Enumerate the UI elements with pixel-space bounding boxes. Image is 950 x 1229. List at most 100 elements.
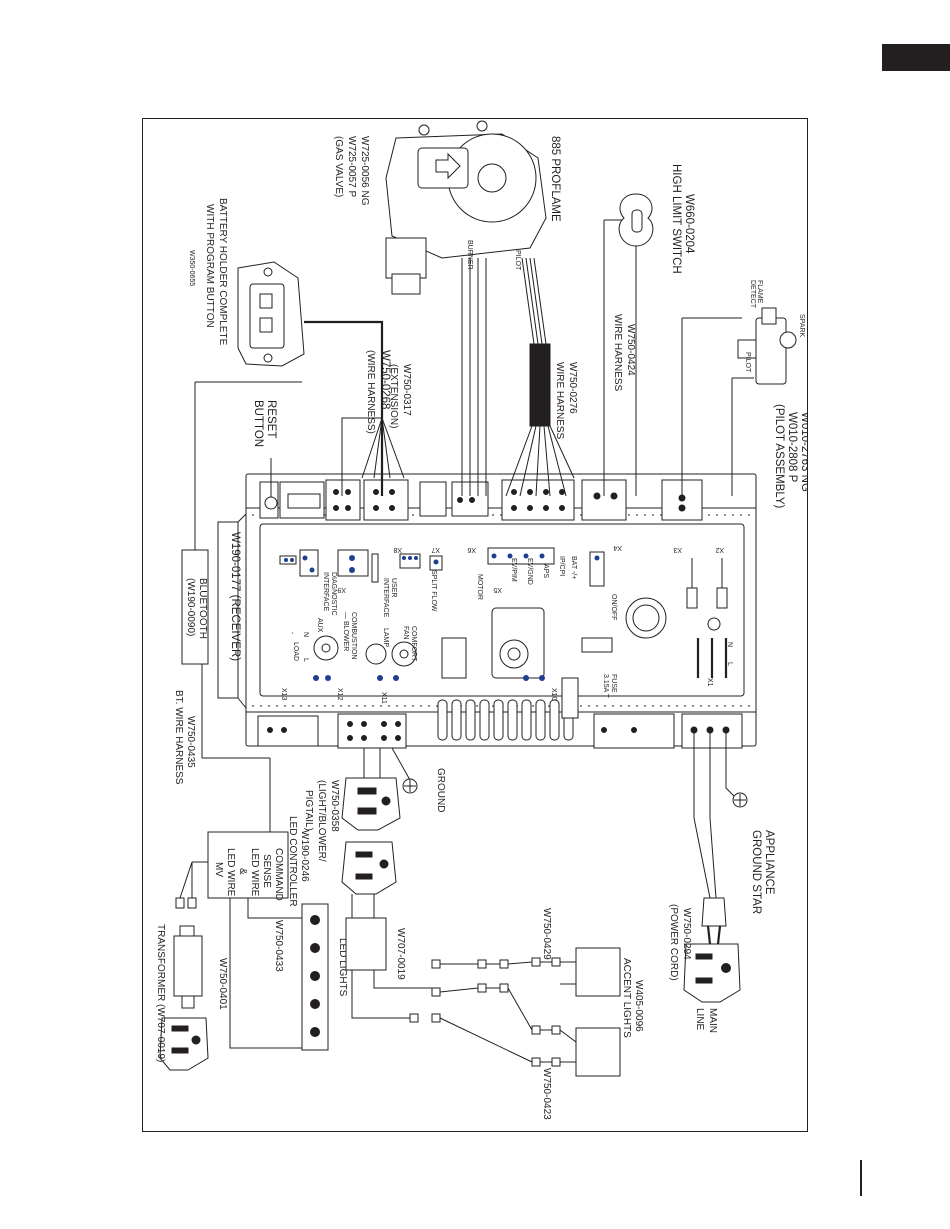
power-cord	[683, 730, 748, 1003]
label-evgnd: EV/GND	[526, 558, 533, 585]
bt-harness-part-label: W750-0435	[185, 716, 196, 768]
pilot-assembly-ng-label: W010-2763 NG	[799, 412, 808, 492]
board-labels: X2 X3 X4 ON/OFF BAT -/+ IP/CPI APS EV/GN…	[280, 544, 733, 704]
pigtail-name-label: (LIGHT/BLOWER/	[316, 780, 327, 862]
flame-label: FLAME	[756, 280, 763, 304]
label-x8: X8	[393, 546, 402, 553]
high-limit-switch	[603, 193, 654, 496]
label-onoff: ON/OFF	[610, 594, 617, 620]
vent-slots	[437, 699, 574, 741]
label-aps: APS	[542, 564, 549, 578]
control-board: X2 X3 X4 ON/OFF BAT -/+ IP/CPI APS EV/GN…	[245, 473, 757, 749]
gas-valve-ng-label: W725-0056 NG	[359, 136, 370, 206]
reset-label: RESET	[265, 400, 277, 438]
label-x1: X1	[706, 678, 713, 687]
proflame-label: 885 PROFLAME	[549, 136, 561, 222]
splitter-0019-label: W707-0019	[395, 928, 406, 980]
led-lights-strip	[229, 898, 329, 1051]
ground-star-label: GROUND STAR	[750, 830, 762, 914]
label-x11: X11	[380, 692, 387, 704]
label-split-flow: SPLIT FLOW	[430, 570, 437, 612]
led-controller-ledwire-label: LED WIRE	[249, 848, 260, 897]
pigtail-type-label: PIGTAIL)	[303, 790, 314, 831]
led-controller-mv-label: MV	[213, 862, 224, 877]
pigtail-part-label: W750-0358	[329, 780, 340, 832]
label-fuse-rating: 3.15A T	[602, 674, 609, 699]
harness-0424-part-label: W750-0424	[625, 324, 636, 376]
main-label: MAIN	[707, 1008, 718, 1033]
harness-0423-label: W750-0423	[541, 1068, 552, 1120]
pigtail-plug	[341, 748, 401, 831]
label-comfort: COMFORT	[410, 626, 417, 662]
harness-0268-part-label: W750-0268	[379, 350, 391, 409]
label-x13: X13	[280, 688, 287, 701]
label-aux-l: L	[302, 658, 309, 662]
label-x9: X9	[337, 586, 346, 593]
label-evpim: EV/PIM	[510, 558, 517, 582]
led-controller-sense-label: SENSE	[261, 854, 272, 888]
label-blower: — BLOWER	[342, 612, 349, 651]
power-cord-name-label: (POWER CORD)	[668, 904, 679, 981]
label-fuse: FUSE	[610, 674, 617, 693]
label-x7: X7	[431, 546, 440, 553]
label-diagnostic: DIAGNOSTIC	[330, 572, 337, 616]
page-number-bar	[860, 1160, 862, 1196]
label-user-interface: INTERFACE	[382, 578, 389, 618]
label-user: USER	[390, 578, 397, 597]
accent-lights	[409, 947, 621, 1077]
bluetooth-label: BLUETOOTH	[197, 578, 208, 639]
gas-valve: BURNER PILOT	[385, 120, 547, 295]
top-connectors	[259, 479, 703, 521]
line-label: LINE	[694, 1008, 705, 1031]
label-minus: -	[288, 632, 295, 635]
bluetooth-module: BLUETOOTH (W190-0090)	[181, 381, 302, 759]
led-controller-name-label: LED CONTROLLER	[287, 816, 298, 907]
battery-holder-button-label: WITH PROGRAM BUTTON	[204, 204, 215, 328]
pilot-assembly	[681, 307, 797, 496]
label-x1-l: L	[726, 662, 733, 666]
power-cord-part-label: W750-0294	[681, 908, 692, 960]
high-limit-part-label: W660-0204	[683, 194, 695, 254]
led-controller-command-label: COMMAND	[273, 848, 284, 901]
ground-symbol	[391, 747, 418, 794]
board-schematic	[279, 547, 728, 719]
receiver: W190-0177 (RECEIVER)	[217, 513, 247, 709]
diagram-frame	[142, 118, 808, 1132]
led-lights-label: LED LIGHTS	[337, 938, 348, 997]
accent-lights-name-label: ACCENT LIGHTS	[621, 958, 632, 1038]
label-aux: AUX	[316, 618, 323, 633]
bt-harness-name-label: BT. WIRE HARNESS	[173, 690, 184, 785]
label-x12: X12	[336, 688, 343, 701]
label-motor: MOTOR	[476, 574, 483, 600]
extension-0317-part-label: W750-0317	[401, 364, 412, 416]
gas-valve-pilot-tag: PILOT	[514, 250, 521, 271]
battery-holder-label: BATTERY HOLDER COMPLETE	[217, 198, 228, 346]
label-x2: X2	[715, 546, 724, 553]
page-tab	[882, 44, 950, 71]
spark-label: SPARK	[798, 314, 805, 338]
label-bat: BAT -/+	[570, 556, 577, 579]
led-controller-part-label: W190-0246	[299, 830, 310, 882]
label-x10: X10	[550, 688, 557, 701]
reset-button-label: BUTTON	[252, 400, 264, 447]
high-limit-name-label: HIGH LIMIT SWITCH	[670, 164, 682, 274]
battery-holder	[237, 261, 405, 496]
led-controller	[207, 758, 289, 899]
harness-0401-label: W750-0401	[217, 958, 228, 1010]
harness-0276-name-label: WIRE HARNESS	[554, 362, 565, 440]
label-x6: X6	[467, 546, 476, 553]
label-x4: X4	[613, 544, 622, 551]
label-fan: FAN	[402, 626, 409, 640]
harness-0276-part-label: W750-0276	[567, 362, 578, 414]
led-controller-ledwire2-label: LED WIRE	[225, 848, 236, 897]
label-x5: X5	[493, 586, 502, 593]
label-diagnostic-interface: INTERFACE	[322, 572, 329, 612]
gas-valve-p-label: W725-0057 P	[346, 136, 357, 197]
gas-valve-burner-tag: BURNER	[466, 240, 473, 270]
label-lamp: LAMP	[382, 628, 389, 647]
battery-holder-part-label: W350-0655	[188, 250, 195, 286]
pilot-small-label: PILOT	[744, 352, 751, 373]
harness-0429-label: W750-0429	[541, 908, 552, 960]
label-load: LOAD	[292, 642, 299, 661]
pilot-assembly-p-label: W010-2808 P	[786, 412, 798, 483]
